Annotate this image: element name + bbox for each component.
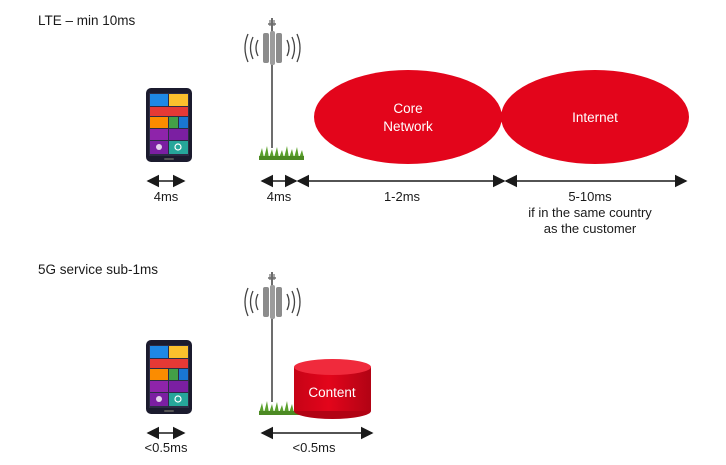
lte-core-latency: 1-2ms: [384, 189, 421, 204]
lte-internet-latency-line3: as the customer: [544, 221, 637, 236]
lte-internet-latency-line2: if in the same country: [528, 205, 652, 220]
lte-cell-tower-icon: [244, 17, 301, 149]
content-label: Content: [308, 385, 356, 400]
core-network-label-line2: Network: [383, 119, 433, 134]
core-network-cloud: [314, 70, 502, 164]
lte-section-title: LTE – min 10ms: [38, 13, 136, 28]
fiveg-cell-tower-icon: [244, 271, 301, 403]
fiveg-phone-icon: [145, 339, 193, 415]
fiveg-edge-latency: <0.5ms: [293, 440, 336, 455]
lte-device-latency: 4ms: [154, 189, 179, 204]
content-database-icon: [294, 359, 371, 419]
fiveg-device-latency: <0.5ms: [145, 440, 188, 455]
internet-label: Internet: [572, 110, 618, 125]
internet-cloud: [501, 70, 689, 164]
fiveg-section-title: 5G service sub-1ms: [38, 262, 158, 277]
lte-phone-icon: [145, 87, 193, 163]
lte-grass-icon: [259, 146, 304, 160]
core-network-label-line1: Core: [393, 101, 422, 116]
lte-radio-latency: 4ms: [267, 189, 292, 204]
lte-internet-latency-line1: 5-10ms: [568, 189, 612, 204]
